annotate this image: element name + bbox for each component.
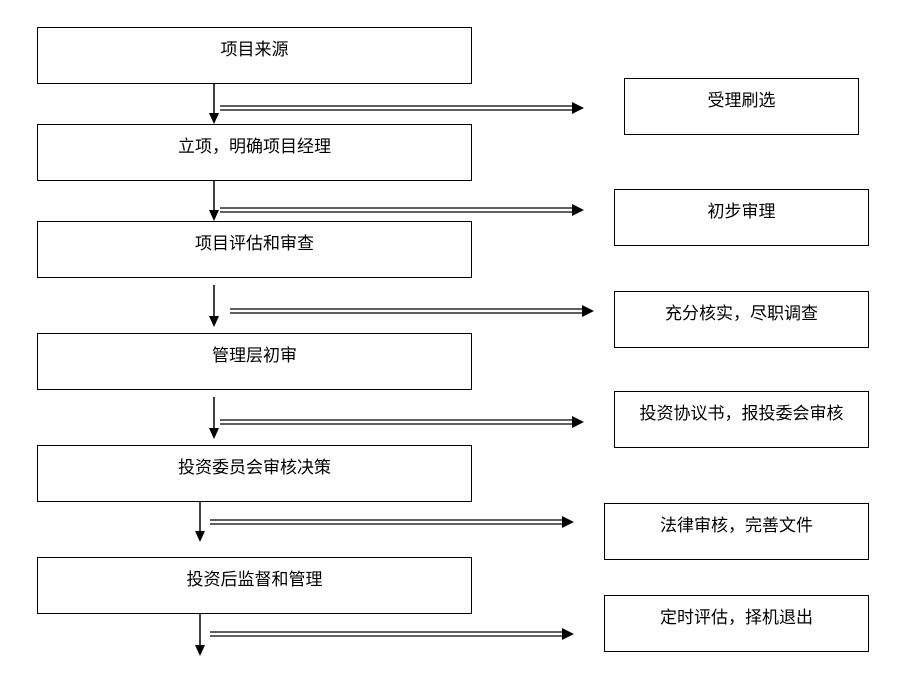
down-arrow-5 <box>195 502 205 542</box>
process-step-label: 立项，明确项目经理 <box>178 137 331 157</box>
process-step-2: 立项，明确项目经理 <box>37 124 472 181</box>
process-step-label: 投资委员会审核决策 <box>178 458 331 478</box>
down-arrow-4 <box>209 397 219 439</box>
side-note-6: 定时评估，择机退出 <box>604 595 869 652</box>
down-arrow-1 <box>209 84 219 124</box>
process-step-label: 项目来源 <box>220 40 289 60</box>
process-step-label: 投资后监督和管理 <box>186 570 323 590</box>
side-note-label: 受理刷选 <box>707 91 776 111</box>
side-note-1: 受理刷选 <box>624 78 859 135</box>
process-step-5: 投资委员会审核决策 <box>37 445 472 502</box>
side-arrow-3 <box>230 305 594 317</box>
side-arrow-1 <box>220 102 584 114</box>
down-arrow-2 <box>209 181 219 221</box>
down-arrow-6 <box>195 614 205 656</box>
process-step-label: 管理层初审 <box>212 346 297 366</box>
side-arrow-5 <box>210 516 574 528</box>
side-note-label: 法律审核，完善文件 <box>660 516 813 536</box>
side-note-5: 法律审核，完善文件 <box>604 503 869 560</box>
process-step-label: 项目评估和审查 <box>195 234 314 254</box>
process-step-1: 项目来源 <box>37 27 472 84</box>
side-note-label: 投资协议书，报投委会审核 <box>639 404 844 424</box>
side-note-label: 初步审理 <box>707 202 776 222</box>
side-arrow-4 <box>220 416 584 428</box>
side-note-4: 投资协议书，报投委会审核 <box>614 391 869 448</box>
process-step-6: 投资后监督和管理 <box>37 557 472 614</box>
side-note-label: 定时评估，择机退出 <box>660 608 813 628</box>
side-note-label: 充分核实，尽职调查 <box>665 304 818 324</box>
process-step-3: 项目评估和审查 <box>37 221 472 278</box>
side-note-2: 初步审理 <box>614 189 869 246</box>
side-arrow-6 <box>210 628 574 640</box>
process-step-4: 管理层初审 <box>37 333 472 390</box>
side-note-3: 充分核实，尽职调查 <box>614 291 869 348</box>
side-arrow-2 <box>220 204 584 216</box>
down-arrow-3 <box>209 285 219 327</box>
